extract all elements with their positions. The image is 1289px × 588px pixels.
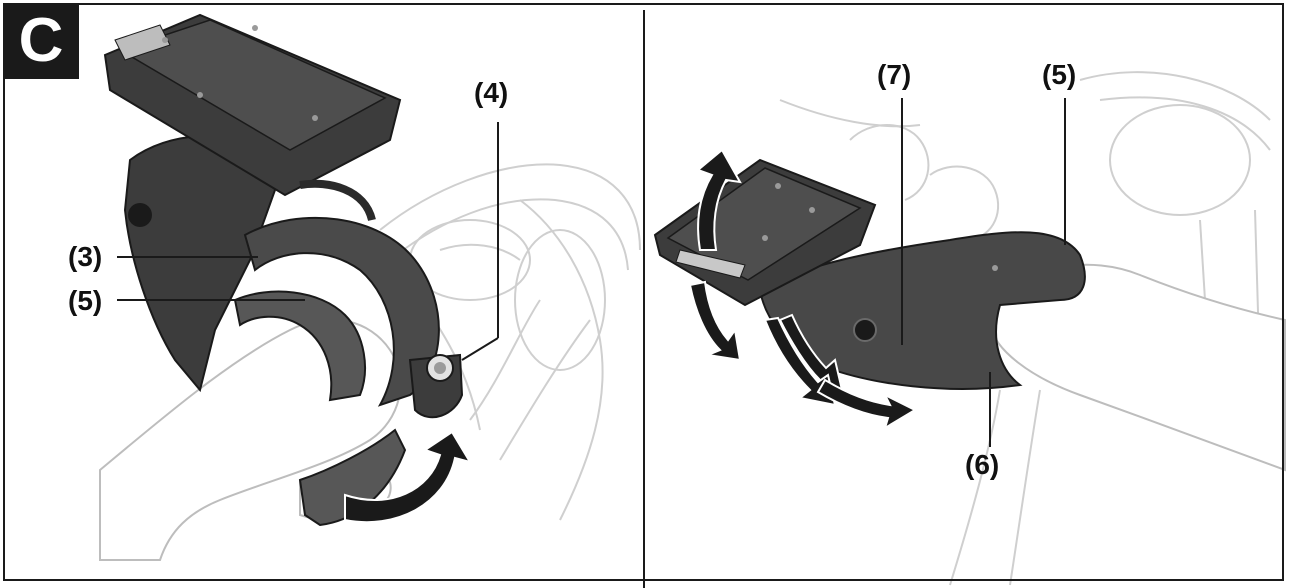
- left-rotation-arrow: [344, 430, 473, 524]
- right-hand-outline: [988, 263, 1286, 472]
- left-leader-lines: [117, 122, 499, 361]
- callout-label-4: (4): [474, 77, 509, 108]
- right-panel-drawing: [653, 71, 1286, 586]
- left-display-holder: [103, 13, 402, 222]
- callout-label-5-left: (5): [68, 285, 103, 316]
- callout-label-3: (3): [68, 241, 103, 272]
- callout-label-7: (7): [877, 59, 912, 90]
- right-leader-lines: [901, 98, 1066, 447]
- figure-letter-badge: C: [3, 3, 79, 79]
- callout-label-6: (6): [965, 449, 1000, 480]
- right-tilt-arrows: [688, 148, 918, 431]
- left-mount-body: [123, 135, 464, 527]
- panel-divider: [643, 10, 645, 588]
- left-panel-drawing: [99, 13, 641, 561]
- callout-label-5-right: (5): [1042, 59, 1077, 90]
